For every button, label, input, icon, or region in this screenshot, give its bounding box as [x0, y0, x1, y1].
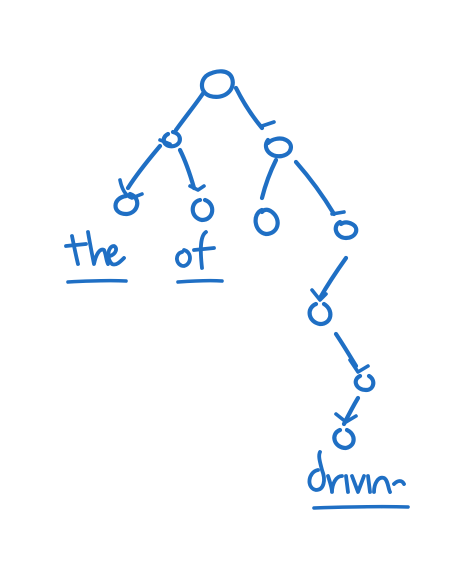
tree-nodes	[113, 69, 376, 451]
label-driving-text: driving	[0, 0, 3, 1]
tick-right-child	[260, 120, 276, 128]
tick-branch-3	[348, 358, 370, 374]
branch-node-3	[353, 373, 376, 393]
edge-left-the	[125, 143, 163, 191]
tick-driving	[334, 412, 358, 424]
label-the-text: the	[0, 0, 2, 1]
branch-node-1	[333, 219, 359, 241]
underlines	[66, 278, 410, 510]
handwritten-words: the of driving	[0, 0, 406, 494]
root-node	[199, 69, 235, 99]
underline-of	[176, 278, 224, 284]
tick-branch-1	[330, 210, 346, 216]
right-child-node	[263, 136, 293, 159]
edge-right-mid	[259, 157, 279, 201]
label-driving: driving	[0, 0, 406, 494]
leaf-of-node	[190, 197, 215, 223]
left-child-node	[161, 129, 182, 149]
tick-left-child	[158, 138, 172, 146]
edge-branch-2-3	[333, 331, 359, 369]
edge-root-left	[173, 89, 207, 133]
tick-leaf-the	[118, 178, 144, 200]
leaf-mid-node	[253, 207, 280, 237]
edge-right-branch	[293, 159, 337, 217]
direction-ticks	[118, 120, 370, 424]
label-the: the	[0, 0, 126, 267]
edge-left-of	[177, 147, 197, 191]
underline-the	[66, 278, 128, 284]
underline-driving	[312, 504, 410, 510]
tree-edges	[125, 85, 361, 427]
edge-root-right	[233, 85, 265, 131]
tick-leaf-of	[188, 184, 206, 192]
edge-branch-1-2	[317, 255, 349, 301]
leaf-driving-node	[332, 427, 356, 451]
label-of-text: of	[0, 0, 2, 1]
tick-branch-2	[310, 288, 328, 302]
leaf-the-node	[113, 191, 140, 217]
label-of: of	[0, 0, 216, 270]
branch-node-2	[307, 301, 333, 327]
